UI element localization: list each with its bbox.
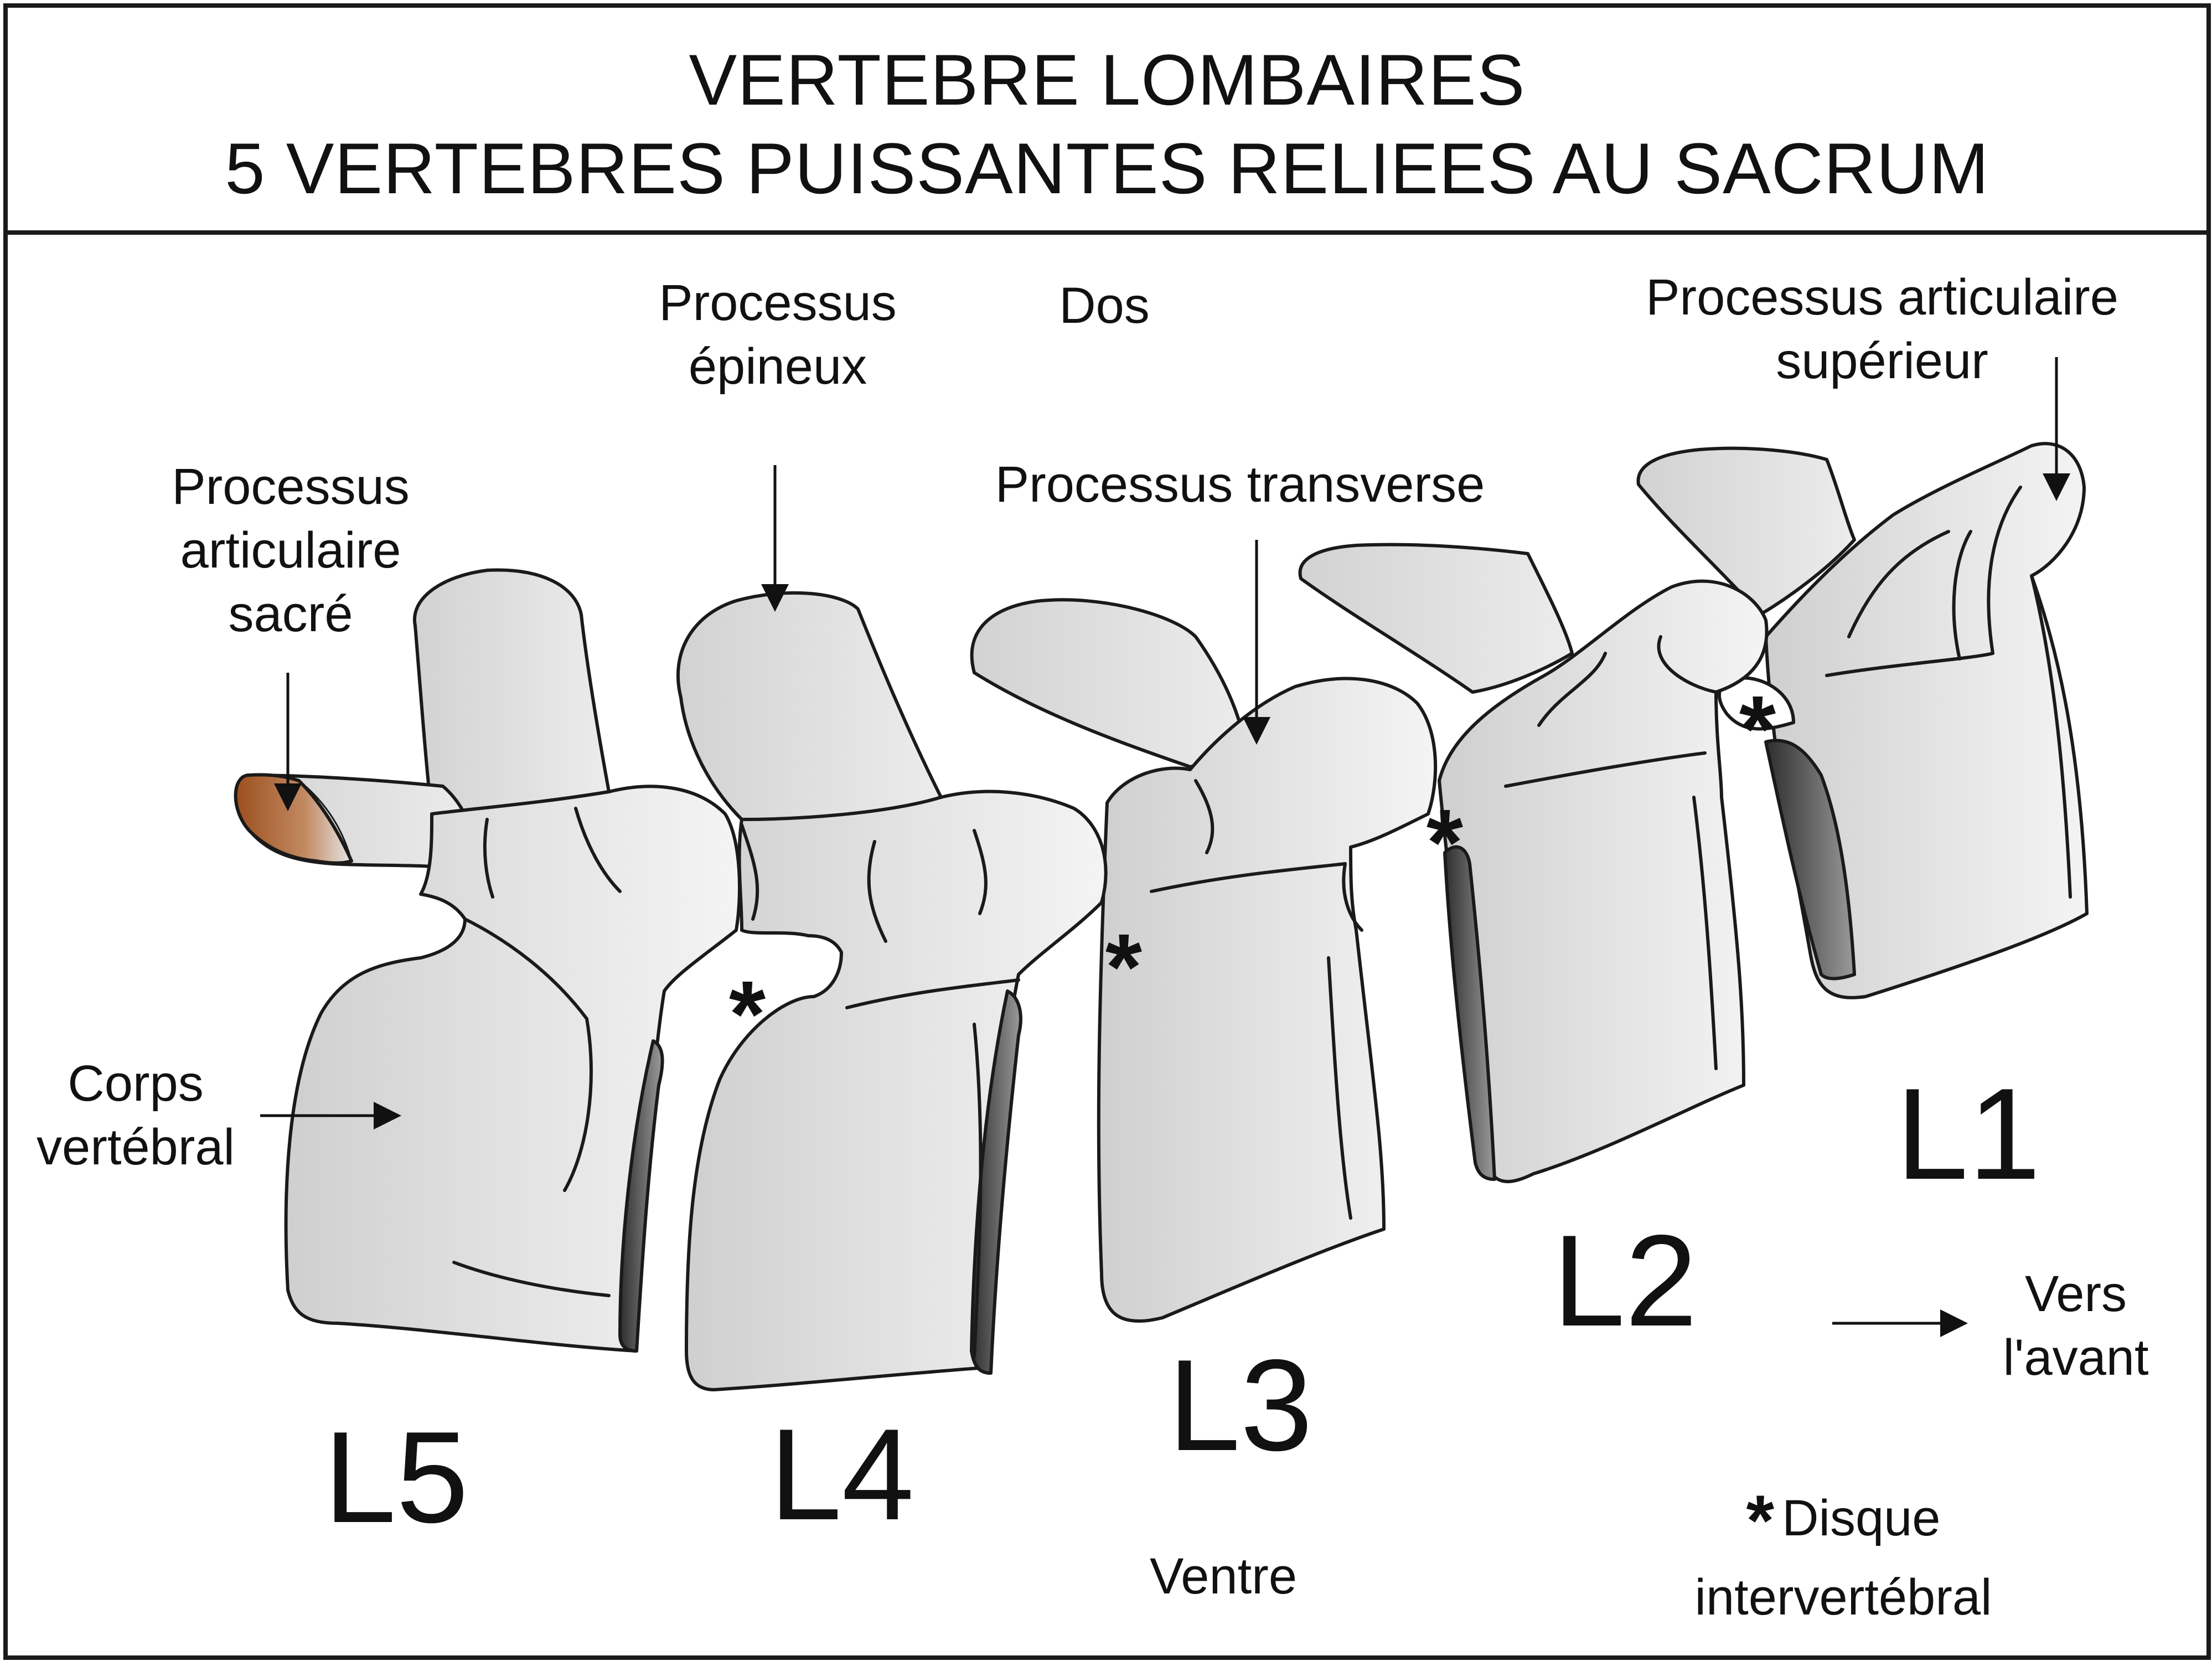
vertebra-label-l1: L1 xyxy=(1896,1061,2041,1206)
l4-posterior-shadow xyxy=(970,989,1022,1375)
vertebra-l2 xyxy=(1298,543,1769,1184)
vertebra-l5 xyxy=(234,568,741,1353)
disc-markers: * * * * xyxy=(729,677,1776,1067)
label-processus-transverse: Processus transverse xyxy=(995,456,1485,513)
legend-disque-intervertebral: *Disque intervertébral xyxy=(1639,1476,2048,1629)
legend-disque-line1: Disque xyxy=(1782,1490,1941,1546)
disc-marker-l4-l3: * xyxy=(1105,915,1142,1020)
l1-body xyxy=(1764,442,2089,999)
disc-marker-l5-l4: * xyxy=(729,962,766,1067)
l3-spinous-process xyxy=(970,598,1247,768)
l2-posterior-shadow xyxy=(1443,845,1496,1181)
label-dos: Dos xyxy=(1059,277,1150,334)
label-ventre: Ventre xyxy=(1150,1548,1297,1605)
l1-spinous-process xyxy=(1636,446,1856,616)
title-line-2: 5 VERTEBRES PUISSANTES RELIEES AU SACRUM xyxy=(225,128,1989,209)
l1-posterior-shadow xyxy=(1764,739,1856,981)
vertebra-l3 xyxy=(970,598,1438,1323)
legend-disque-line2: intervertébral xyxy=(1694,1569,1992,1626)
l2-spinous-process xyxy=(1298,543,1574,694)
vertebra-l1 xyxy=(1636,442,2089,999)
label-processus-articulaire-sacre: Processus articulaire sacré xyxy=(172,458,410,642)
vertebra-label-l3: L3 xyxy=(1168,1332,1313,1478)
annotation-arrows xyxy=(260,357,2070,1337)
diagram-frame: VERTEBRE LOMBAIRES 5 VERTEBRES PUISSANTE… xyxy=(3,3,2211,1660)
label-corps-vertebral: Corps vertébral xyxy=(37,1055,235,1175)
l5-posterior-shadow xyxy=(618,1039,664,1353)
disc-marker-l2-l1: * xyxy=(1739,677,1776,782)
vertebra-label-l4: L4 xyxy=(769,1401,914,1547)
l5-body xyxy=(284,785,741,1353)
label-processus-articulaire-superieur: Processus articulaire supérieur xyxy=(1646,269,2118,389)
l5-spinous-process xyxy=(412,568,611,816)
title-line-1: VERTEBRE LOMBAIRES xyxy=(689,39,1526,120)
vertebra-label-l5: L5 xyxy=(324,1404,469,1550)
l4-body xyxy=(685,790,1108,1391)
l4-spinous-process xyxy=(676,591,943,823)
vertebra-label-l2: L2 xyxy=(1553,1208,1698,1353)
label-vers-lavant: Vers l'avant xyxy=(2003,1266,2149,1386)
title-bar: VERTEBRE LOMBAIRES 5 VERTEBRES PUISSANTE… xyxy=(8,8,2206,235)
disc-marker-l3-l2: * xyxy=(1427,790,1463,895)
legend-asterisk: * xyxy=(1746,1480,1775,1561)
l3-body xyxy=(1097,677,1438,1323)
label-processus-epineux: Processus épineux xyxy=(659,275,897,395)
vertebra-l4 xyxy=(676,591,1108,1391)
